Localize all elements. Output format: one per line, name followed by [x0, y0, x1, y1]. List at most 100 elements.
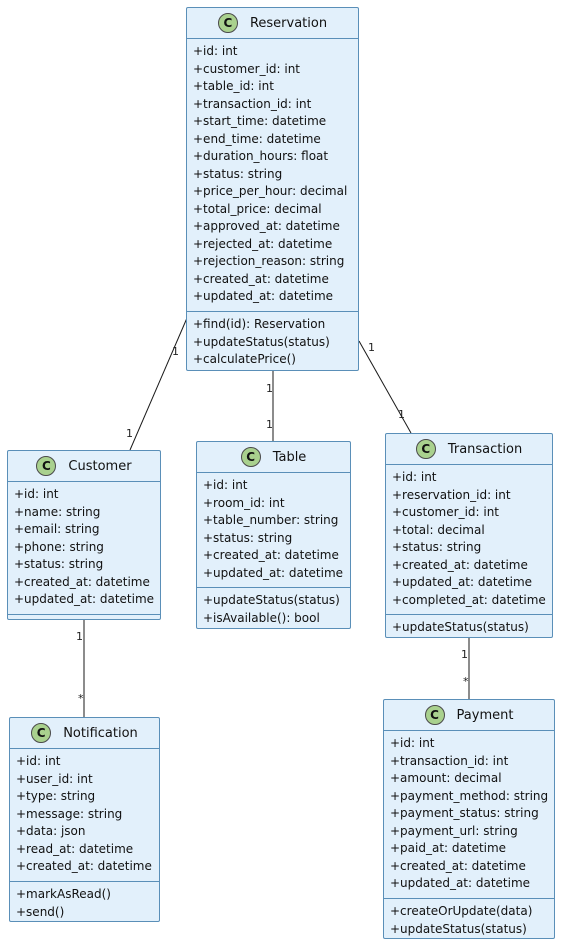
- class-header: C Payment: [384, 700, 554, 730]
- attribute-row: +payment_url: string: [390, 823, 518, 838]
- attribute-row: +data: json: [16, 824, 86, 838]
- attribute-row: +payment_status: string: [390, 806, 539, 820]
- class-header: C Reservation: [187, 8, 358, 38]
- method-row: +send(): [16, 904, 65, 919]
- attribute-row: +read_at: datetime: [16, 841, 134, 856]
- attribute-row: +created_at: datetime: [203, 548, 339, 562]
- attribute-row: +status: string: [203, 530, 293, 545]
- method-row: +updateStatus(status): [392, 620, 529, 634]
- method-compartment: [8, 614, 160, 621]
- attribute-row: +updated_at: datetime: [14, 592, 155, 606]
- attribute-row: +completed_at: datetime: [392, 592, 546, 607]
- attribute-row: +email: string: [14, 522, 100, 536]
- class-header: C Notification: [10, 718, 159, 748]
- attribute-row: +updated_at: datetime: [203, 565, 344, 580]
- attribute-row: +approved_at: datetime: [193, 219, 340, 233]
- attribute-row: +payment_method: string: [390, 788, 549, 803]
- attribute-row: +type: string: [16, 789, 96, 803]
- attribute-row: +end_time: datetime: [193, 131, 321, 146]
- class-customer[interactable]: C Customer +id: int+name: string+email: …: [7, 450, 161, 620]
- method-compartment: +find(id): Reservation+updateStatus(stat…: [187, 311, 358, 372]
- attribute-row: +rejected_at: datetime: [193, 236, 333, 251]
- attribute-row: +total_price: decimal: [193, 201, 322, 216]
- class-c-icon: C: [217, 13, 238, 33]
- attribute-row: +id: int: [193, 44, 238, 58]
- attribute-row: +id: int: [16, 754, 61, 768]
- method-compartment: +createOrUpdate(data) +updateStatus(statu…: [384, 898, 554, 941]
- attribute-row: +id: int: [203, 478, 248, 492]
- attribute-row: +start_time: datetime: [193, 114, 327, 128]
- attribute-row: +name: string: [14, 504, 101, 519]
- method-compartment: +updateStatus(status): [386, 614, 552, 640]
- attribute-row: +customer_id: int: [193, 61, 301, 76]
- attribute-row: +amount: decimal: [390, 771, 502, 785]
- attribute-row: +updated_at: datetime: [392, 575, 533, 589]
- method-row: +markAsRead(): [16, 887, 111, 901]
- method-row: +createOrUpdate(data): [390, 904, 533, 918]
- attribute-row: +message: string: [16, 806, 123, 821]
- class-c-icon: C: [31, 723, 52, 743]
- class-header: C Transaction: [386, 434, 552, 464]
- class-notification[interactable]: C Notification +id: int +user_id: int +typ…: [9, 717, 160, 922]
- mult-reservation-customer-from: 1: [172, 345, 179, 358]
- attribute-row: +user_id: int: [16, 771, 93, 786]
- attribute-row: +total: decimal: [392, 522, 485, 537]
- attribute-row: +duration_hours: float: [193, 149, 329, 163]
- attribute-row: +created_at: datetime: [193, 271, 329, 286]
- attribute-row: +customer_id: int: [392, 505, 500, 519]
- method-compartment: +updateStatus(status) +isAvailable(): boo…: [197, 587, 350, 630]
- class-name: Transaction: [447, 441, 523, 457]
- attribute-row: +paid_at: datetime: [390, 841, 507, 855]
- mult-customer-notification-to: *: [78, 692, 84, 705]
- mult-reservation-table-from: 1: [266, 382, 273, 395]
- mult-reservation-transaction-to: 1: [398, 408, 405, 421]
- class-header: C Customer: [8, 451, 160, 481]
- attribute-row: +created_at: datetime: [16, 859, 152, 873]
- attribute-compartment: +id: int+reservation_id: int+customer_id…: [386, 464, 552, 614]
- edge-reservation-customer: [129, 317, 188, 451]
- method-row: +updateStatus(status): [203, 593, 340, 607]
- class-reservation[interactable]: C Reservation +id: int +customer_id: int +…: [186, 7, 359, 371]
- class-c-icon: C: [424, 705, 445, 725]
- attribute-compartment: +id: int +user_id: int +type: string +messa…: [10, 748, 159, 881]
- method-compartment: +markAsRead() +send(): [10, 881, 159, 924]
- class-name: Customer: [68, 458, 132, 474]
- attribute-row: +status: string: [193, 166, 283, 181]
- attribute-row: +price_per_hour: decimal: [193, 184, 348, 198]
- attribute-row: +status: string: [14, 557, 104, 571]
- mult-reservation-table-to: 1: [266, 418, 273, 431]
- attribute-compartment: +id: int +room_id: int +table_number: stri…: [197, 472, 350, 587]
- attribute-compartment: +id: int+name: string+email: string+phon…: [8, 481, 160, 614]
- mult-reservation-transaction-from: 1: [368, 341, 375, 354]
- attribute-row: +phone: string: [14, 539, 104, 554]
- attribute-compartment: +id: int +transaction_id: int +amount: dec…: [384, 730, 554, 898]
- method-row: +isAvailable(): bool: [203, 610, 320, 625]
- attribute-row: +status: string: [392, 540, 482, 554]
- class-transaction[interactable]: C Transaction +id: int+reservation_id: i…: [385, 433, 553, 638]
- class-name: Notification: [63, 725, 138, 741]
- edge-reservation-transaction: [358, 340, 412, 434]
- attribute-row: +updated_at: datetime: [193, 289, 334, 303]
- class-payment[interactable]: C Payment +id: int +transaction_id: int +a…: [383, 699, 555, 939]
- attribute-row: +created_at: datetime: [390, 858, 526, 873]
- attribute-row: +room_id: int: [203, 495, 285, 510]
- class-table[interactable]: C Table +id: int +room_id: int +table_numb…: [196, 441, 351, 629]
- mult-transaction-payment-from: 1: [461, 648, 468, 661]
- mult-customer-notification-from: 1: [76, 630, 83, 643]
- attribute-row: +rejection_reason: string: [193, 254, 345, 268]
- attribute-row: +reservation_id: int: [392, 487, 511, 502]
- class-c-icon: C: [36, 456, 57, 476]
- attribute-row: +transaction_id: int: [390, 753, 509, 768]
- attribute-row: +table_number: string: [203, 513, 339, 527]
- class-name: Payment: [456, 707, 514, 723]
- mult-reservation-customer-to: 1: [126, 427, 133, 440]
- attribute-row: +table_id: int: [193, 79, 274, 93]
- class-name: Reservation: [249, 15, 328, 31]
- method-row: +find(id): Reservation: [193, 317, 326, 331]
- attribute-row: +id: int: [390, 736, 435, 750]
- attribute-row: +transaction_id: int: [193, 96, 312, 111]
- class-header: C Table: [197, 442, 350, 472]
- method-row: +updateStatus(status): [390, 921, 527, 936]
